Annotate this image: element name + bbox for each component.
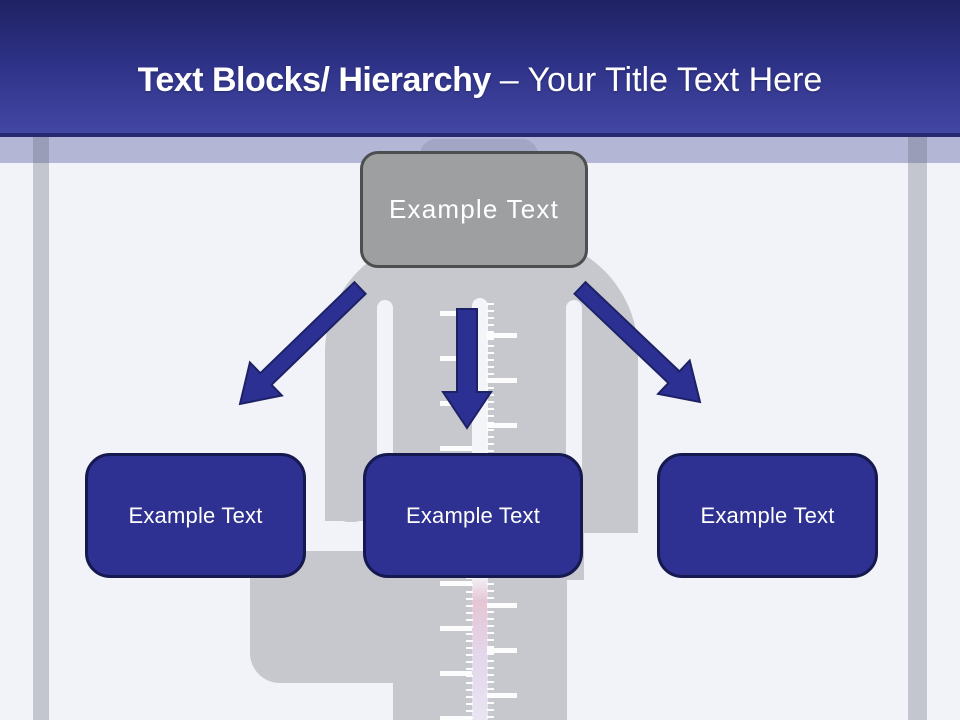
child-text-block-3-label: Example Text [700, 502, 835, 528]
left-edge-bar [33, 137, 49, 720]
root-text-block[interactable]: Example Text [360, 151, 588, 268]
measuring-tape-tint [472, 575, 488, 720]
child-text-block-2[interactable]: Example Text [363, 453, 583, 578]
person-wrist-gap-right [584, 533, 640, 580]
child-text-block-1-label: Example Text [128, 502, 263, 528]
child-text-block-1[interactable]: Example Text [85, 453, 306, 578]
right-edge-bar [908, 137, 927, 720]
slide-title[interactable]: Text Blocks/ Hierarchy– Your Title Text … [138, 37, 823, 97]
child-text-block-3[interactable]: Example Text [657, 453, 878, 578]
slide-header: Text Blocks/ Hierarchy– Your Title Text … [0, 0, 960, 137]
title-emphasis: Text Blocks/ Hierarchy [137, 60, 492, 99]
child-text-block-2-label: Example Text [405, 502, 541, 528]
root-text-block-label: Example Text [389, 194, 559, 224]
title-placeholder-text: – Your Title Text Here [499, 60, 823, 99]
